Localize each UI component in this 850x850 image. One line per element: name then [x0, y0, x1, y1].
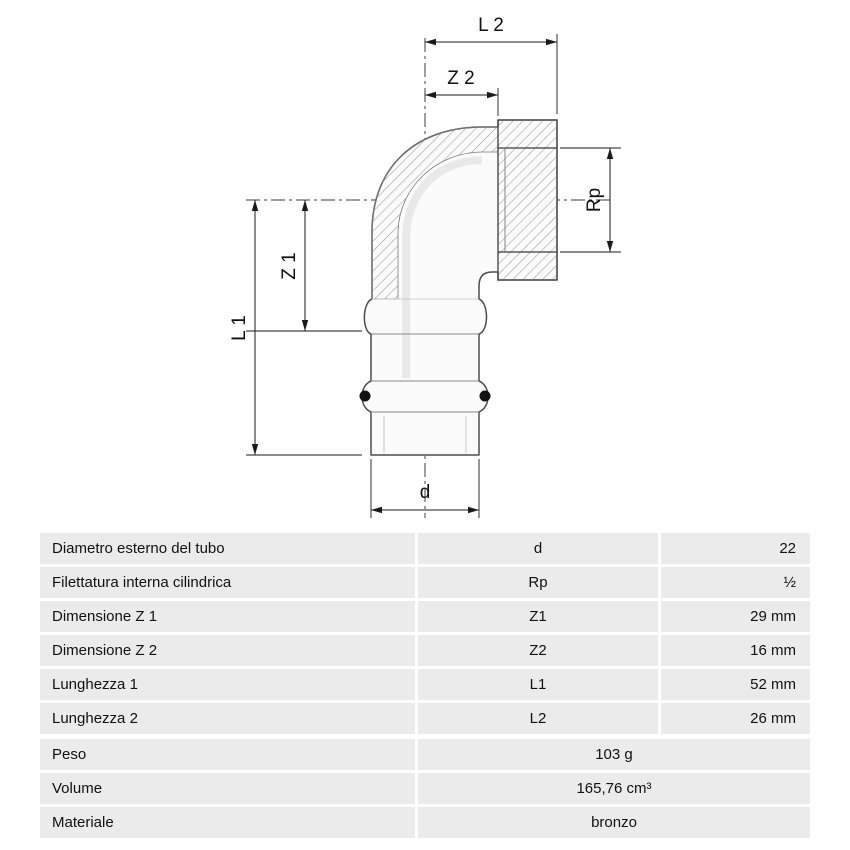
table-row: Dimensione Z 1 Z1 29 mm	[40, 601, 810, 632]
row-code: Z2	[418, 635, 658, 666]
row-label: Materiale	[40, 807, 415, 838]
row-label: Dimensione Z 2	[40, 635, 415, 666]
row-value: 52 mm	[661, 669, 810, 700]
threaded-socket	[498, 120, 557, 280]
oring-left	[359, 390, 371, 402]
technical-drawing: L 2 Z 2 Rp Z 1 L 1 d	[229, 15, 621, 518]
table-row: Diametro esterno del tubo d 22	[40, 533, 810, 564]
dim-label-l1: L 1	[229, 315, 250, 341]
row-code: Rp	[418, 567, 658, 598]
dim-label-rp: Rp	[584, 188, 605, 212]
dimension-l1: L 1	[229, 200, 259, 455]
row-code: L1	[418, 669, 658, 700]
row-code: d	[418, 533, 658, 564]
dimension-d: d	[371, 482, 479, 514]
row-code: Z1	[418, 601, 658, 632]
row-value: 26 mm	[661, 703, 810, 734]
table-row: Peso 103 g	[40, 739, 810, 770]
fitting-body	[359, 119, 558, 456]
table-row: Materiale bronzo	[40, 807, 810, 838]
dim-label-d: d	[420, 482, 431, 503]
dimension-z2: Z 2	[425, 68, 498, 99]
table-row: Filettatura interna cilindrica Rp ½	[40, 567, 810, 598]
spec-table: Diametro esterno del tubo d 22 Filettatu…	[40, 533, 810, 841]
row-label: Lunghezza 2	[40, 703, 415, 734]
row-label: Lunghezza 1	[40, 669, 415, 700]
table-row: Volume 165,76 cm³	[40, 773, 810, 804]
dimension-rp: Rp	[584, 148, 614, 252]
table-row: Lunghezza 2 L2 26 mm	[40, 703, 810, 734]
elbow-fitting-diagram: L 2 Z 2 Rp Z 1 L 1 d	[229, 15, 621, 518]
oring-right	[479, 390, 491, 402]
row-label: Volume	[40, 773, 415, 804]
table-row: Dimensione Z 2 Z2 16 mm	[40, 635, 810, 666]
row-label: Diametro esterno del tubo	[40, 533, 415, 564]
dim-label-l2: L 2	[478, 15, 504, 36]
row-value: ½	[661, 567, 810, 598]
table-row: Lunghezza 1 L1 52 mm	[40, 669, 810, 700]
row-label: Filettatura interna cilindrica	[40, 567, 415, 598]
row-value: bronzo	[418, 807, 810, 838]
row-value: 165,76 cm³	[418, 773, 810, 804]
dimension-l2: L 2	[425, 15, 557, 46]
dim-label-z1: Z 1	[279, 252, 300, 279]
row-value: 16 mm	[661, 635, 810, 666]
row-label: Peso	[40, 739, 415, 770]
dim-label-z2: Z 2	[447, 68, 474, 89]
row-value: 103 g	[418, 739, 810, 770]
extension-lines	[246, 34, 621, 518]
row-label: Dimensione Z 1	[40, 601, 415, 632]
row-value: 29 mm	[661, 601, 810, 632]
row-code: L2	[418, 703, 658, 734]
dimension-z1: Z 1	[279, 200, 309, 331]
row-value: 22	[661, 533, 810, 564]
